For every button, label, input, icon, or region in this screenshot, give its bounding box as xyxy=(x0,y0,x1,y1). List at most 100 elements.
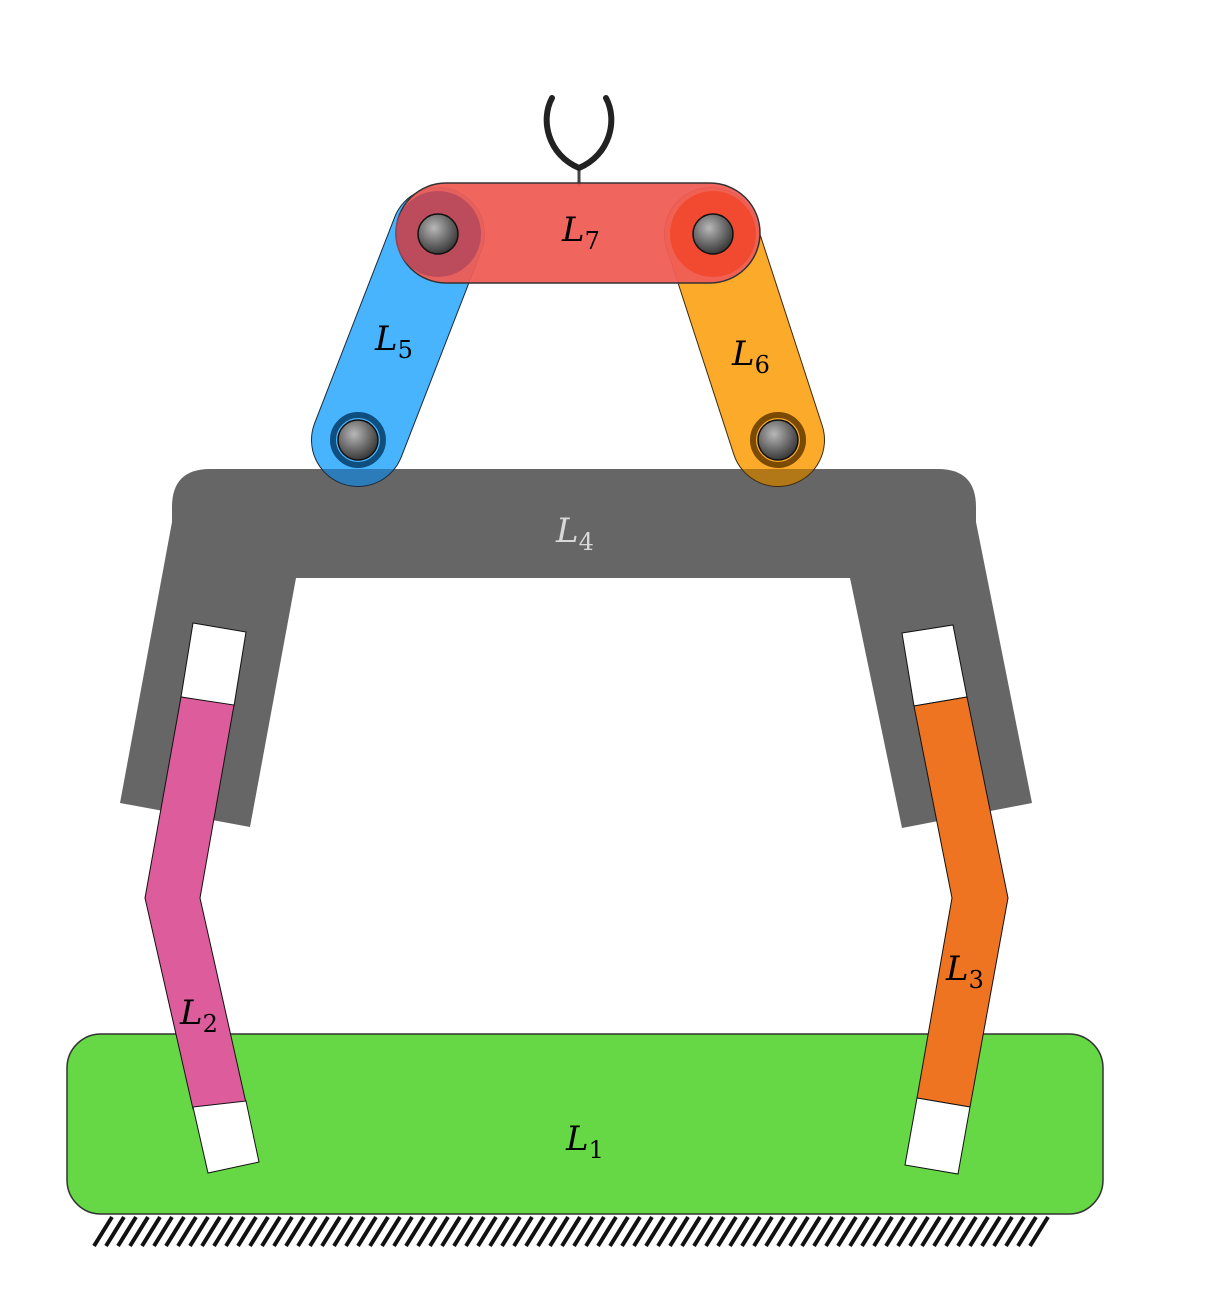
hatch-line xyxy=(920,1215,942,1248)
hatch-line xyxy=(164,1215,186,1248)
hatch-line xyxy=(944,1215,966,1248)
joint-ring-l5-bottom xyxy=(330,412,386,468)
hatch-line xyxy=(116,1215,138,1248)
hatch-line xyxy=(464,1215,486,1248)
hatch-line xyxy=(524,1215,546,1248)
hatch-line xyxy=(344,1215,366,1248)
hatch-line xyxy=(560,1215,582,1248)
hatch-line xyxy=(392,1215,414,1248)
hatch-line xyxy=(104,1215,126,1248)
slider-block-left-lower xyxy=(192,1100,260,1174)
hatch-line xyxy=(1028,1215,1050,1248)
ground-hatch xyxy=(92,1215,1050,1248)
hatch-line xyxy=(656,1215,678,1248)
hatch-line xyxy=(404,1215,426,1248)
hatch-line xyxy=(416,1215,438,1248)
hatch-line xyxy=(272,1215,294,1248)
hatch-line xyxy=(716,1215,738,1248)
hatch-line xyxy=(992,1215,1014,1248)
joint-ring-l6-bottom xyxy=(750,412,806,468)
label-l4: L4 xyxy=(555,511,594,556)
hatch-line xyxy=(896,1215,918,1248)
hatch-line xyxy=(620,1215,642,1248)
joint-l5-l7 xyxy=(417,213,459,255)
hatch-line xyxy=(200,1215,222,1248)
hatch-line xyxy=(440,1215,462,1248)
hatch-line xyxy=(212,1215,234,1248)
hatch-line xyxy=(368,1215,390,1248)
hatch-line xyxy=(500,1215,522,1248)
hatch-line xyxy=(848,1215,870,1248)
hatch-line xyxy=(764,1215,786,1248)
hatch-line xyxy=(956,1215,978,1248)
hatch-line xyxy=(224,1215,246,1248)
hatch-line xyxy=(644,1215,666,1248)
hatch-line xyxy=(188,1215,210,1248)
hatch-line xyxy=(872,1215,894,1248)
hatch-line xyxy=(488,1215,510,1248)
hatch-line xyxy=(752,1215,774,1248)
hatch-line xyxy=(236,1215,258,1248)
hatch-line xyxy=(632,1215,654,1248)
hatch-line xyxy=(584,1215,606,1248)
hatch-line xyxy=(860,1215,882,1248)
hatch-line xyxy=(296,1215,318,1248)
hatch-line xyxy=(332,1215,354,1248)
hatch-line xyxy=(608,1215,630,1248)
hatch-line xyxy=(128,1215,150,1248)
hatch-line xyxy=(512,1215,534,1248)
hatch-line xyxy=(908,1215,930,1248)
hatch-line xyxy=(668,1215,690,1248)
hatch-line xyxy=(884,1215,906,1248)
label-l3: L3 xyxy=(945,949,984,994)
hatch-line xyxy=(836,1215,858,1248)
hatch-line xyxy=(1016,1215,1038,1248)
hatch-line xyxy=(740,1215,762,1248)
hatch-line xyxy=(536,1215,558,1248)
hatch-line xyxy=(1004,1215,1026,1248)
hatch-line xyxy=(572,1215,594,1248)
slider-block-left-upper xyxy=(180,622,247,707)
label-l5: L5 xyxy=(374,319,413,364)
hatch-line xyxy=(284,1215,306,1248)
hatch-line xyxy=(812,1215,834,1248)
hatch-line xyxy=(968,1215,990,1248)
label-l7: L7 xyxy=(561,210,600,255)
hatch-line xyxy=(428,1215,450,1248)
hatch-line xyxy=(824,1215,846,1248)
label-l1: L1 xyxy=(565,1119,604,1164)
label-l2: L2 xyxy=(179,993,218,1038)
hatch-line xyxy=(452,1215,474,1248)
hatch-line xyxy=(596,1215,618,1248)
hatch-line xyxy=(548,1215,570,1248)
hatch-line xyxy=(800,1215,822,1248)
link-l1-base xyxy=(66,1033,1104,1215)
hatch-line xyxy=(704,1215,726,1248)
hatch-line xyxy=(680,1215,702,1248)
hatch-line xyxy=(152,1215,174,1248)
hatch-line xyxy=(248,1215,270,1248)
joint-l4-l6 xyxy=(757,419,799,461)
hatch-line xyxy=(728,1215,750,1248)
gripper-icon xyxy=(543,95,615,186)
hatch-line xyxy=(92,1215,114,1248)
label-l6: L6 xyxy=(731,334,770,379)
hatch-line xyxy=(260,1215,282,1248)
hatch-line xyxy=(692,1215,714,1248)
slider-block-right-lower xyxy=(904,1097,971,1175)
hatch-line xyxy=(476,1215,498,1248)
hatch-line xyxy=(320,1215,342,1248)
hatch-line xyxy=(308,1215,330,1248)
hatch-line xyxy=(776,1215,798,1248)
hatch-line xyxy=(356,1215,378,1248)
hatch-line xyxy=(380,1215,402,1248)
hatch-line xyxy=(140,1215,162,1248)
joint-l6-l7 xyxy=(692,213,734,255)
joint-l4-l5 xyxy=(337,419,379,461)
hatch-line xyxy=(980,1215,1002,1248)
link-l4-platform xyxy=(120,469,1032,828)
hatch-line xyxy=(932,1215,954,1248)
hatch-line xyxy=(176,1215,198,1248)
hatch-line xyxy=(788,1215,810,1248)
